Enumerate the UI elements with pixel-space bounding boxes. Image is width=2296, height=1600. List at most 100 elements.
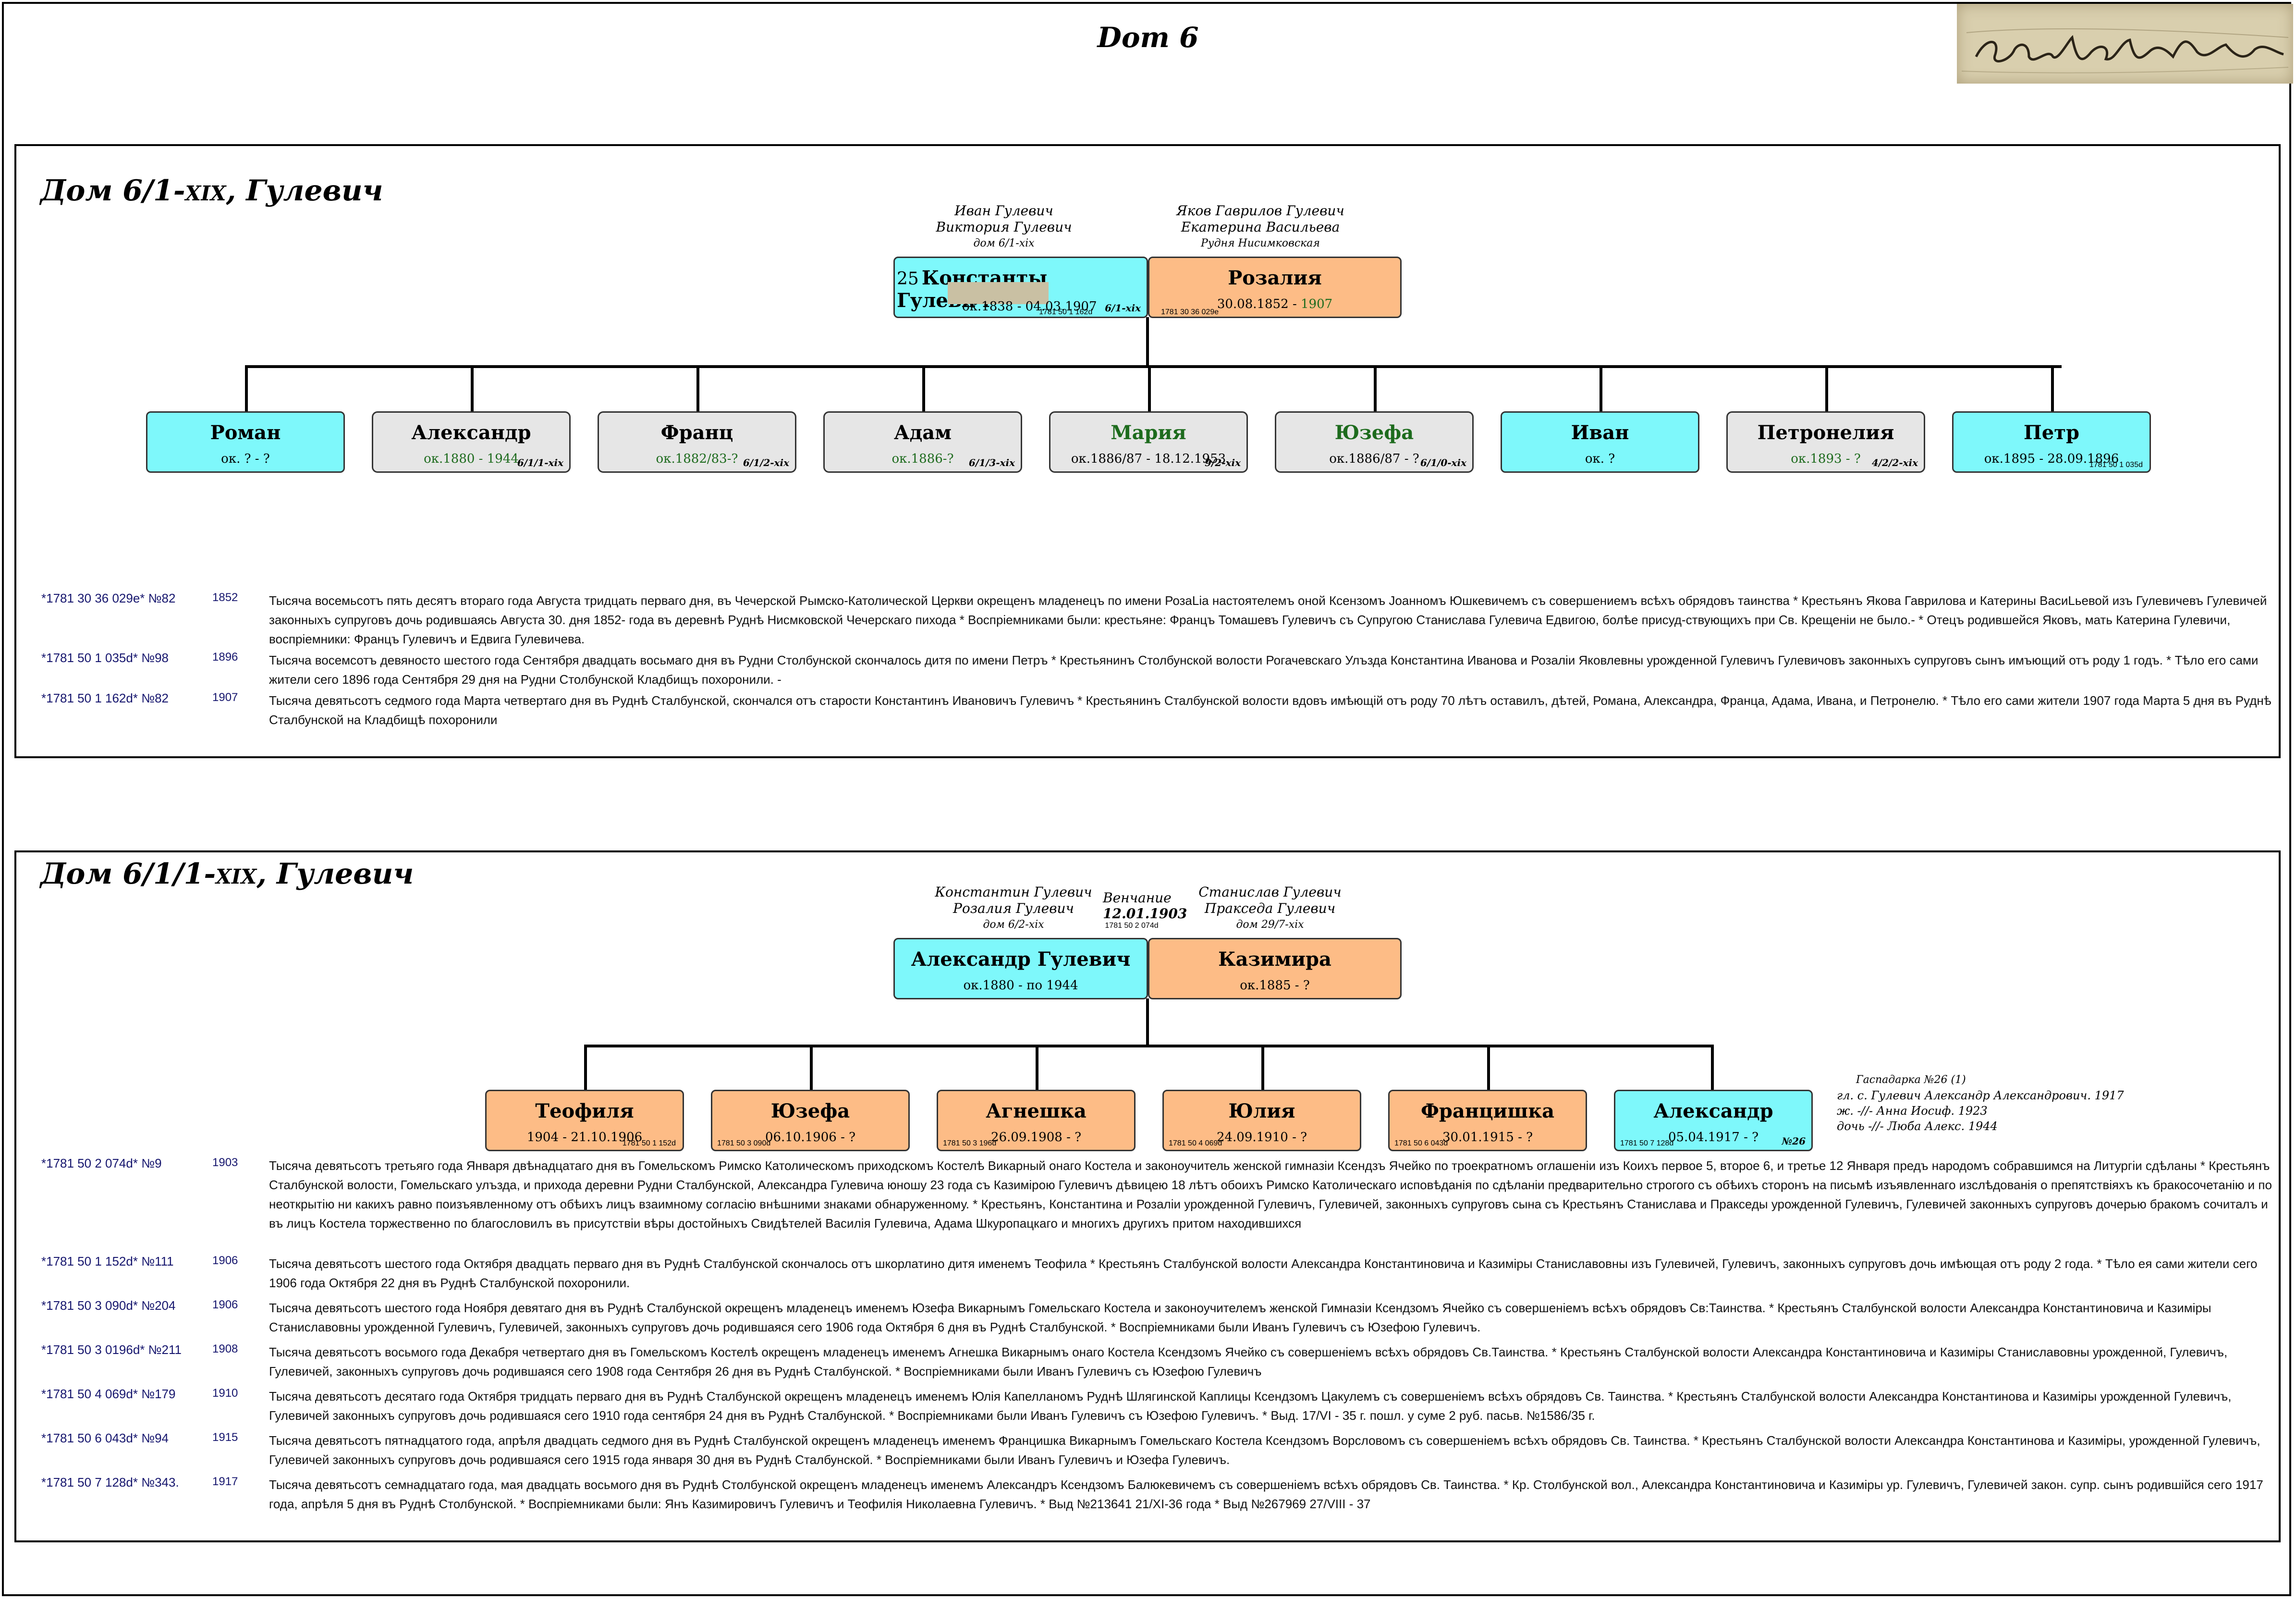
child-name: Юзефа — [1334, 421, 1414, 444]
child-ref: 1781 50 3 090d — [717, 1139, 771, 1147]
tree-drop — [1711, 1045, 1714, 1091]
wife-mother: Пракседа Гулевич — [1204, 900, 1336, 916]
husband-mother: Виктория Гулевич — [936, 219, 1072, 235]
wife-box[interactable]: Казимира ок.1885 - ? — [1148, 938, 1402, 999]
tree-sibling-bar — [584, 1045, 1711, 1047]
child-dates: 24.09.1910 - ? — [1216, 1130, 1307, 1145]
child-house: 6/1/1-xix — [517, 457, 563, 468]
tree-drop — [245, 365, 248, 413]
record-year: 1896 — [212, 651, 238, 664]
child-box[interactable]: Петронелия ок.1893 - ? 4/2/2-xix — [1726, 411, 1925, 473]
record-year: 1915 — [212, 1431, 238, 1444]
farm-note-line: ж. -//- Анна Иосиф. 1923 — [1837, 1104, 1988, 1118]
record-year: 1917 — [212, 1475, 238, 1488]
wife-dates-birth: 30.08.1852 - — [1217, 297, 1301, 311]
record-code: *1781 30 36 029e* №82 — [41, 591, 176, 605]
child-box[interactable]: Александр ок.1880 - 1944 6/1/1-xix — [372, 411, 571, 473]
record-code: *1781 50 4 069d* №179 — [41, 1387, 176, 1401]
child-dates: 1904 - 21.10.1906 — [526, 1130, 643, 1145]
record-year: 1903 — [212, 1156, 238, 1169]
child-dates: 05.04.1917 - ? — [1668, 1130, 1759, 1145]
child-box[interactable]: Агнешка 26.09.1908 - ? 1781 50 3 196d — [937, 1090, 1136, 1151]
tree-drop — [1036, 1045, 1038, 1091]
section-title-prefix: Дом 6/1- — [40, 174, 185, 208]
wife-father: Станислав Гулевич — [1198, 884, 1342, 900]
section-house-6-1: Дом 6/1-xix, Гулевич Иван Гулевич Виктор… — [14, 144, 2281, 758]
wife-box[interactable]: Розалия 30.08.1852 - 1907 1781 30 36 029… — [1148, 257, 1402, 318]
child-name: Юзефа — [770, 1100, 850, 1122]
record-code: *1781 50 6 043d* №94 — [41, 1431, 169, 1445]
child-name: Роман — [210, 421, 281, 444]
child-box[interactable]: Мария ок.1886/87 - 18.12.1953 9/2-xix — [1049, 411, 1248, 473]
section-title-surname: , Гулевич — [256, 857, 414, 891]
record-code: *1781 50 3 0196d* №211 — [41, 1342, 182, 1357]
child-box[interactable]: Юлия 24.09.1910 - ? 1781 50 4 069d — [1162, 1090, 1361, 1151]
child-name: Петронелия — [1757, 421, 1894, 444]
child-name: Теофиля — [535, 1100, 634, 1122]
record-year: 1906 — [212, 1254, 238, 1267]
section-title-surname: , Гулевич — [226, 174, 383, 208]
wedding-ref: 1781 50 2 074d — [1105, 922, 1159, 930]
child-box[interactable]: Роман ок. ? - ? — [146, 411, 345, 473]
section-title-century: xix — [216, 857, 257, 891]
child-box[interactable]: Юзефа ок.1886/87 - ? 6/1/0-xix — [1275, 411, 1474, 473]
tree-drop — [2051, 365, 2054, 413]
child-dates: ок.1886/87 - ? — [1329, 452, 1419, 466]
wife-dates: 30.08.1852 - 1907 — [1149, 297, 1400, 311]
tree-trunk — [1146, 998, 1149, 1045]
husband-parents-house: дом 6/2-xix — [983, 919, 1044, 931]
child-box[interactable]: Теофиля 1904 - 21.10.1906 1781 50 1 152d — [485, 1090, 684, 1151]
record-year: 1906 — [212, 1298, 238, 1311]
page-title: Dom 6 — [1097, 21, 1199, 54]
child-dates: ок.1893 - ? — [1791, 452, 1861, 466]
wife-dates: ок.1885 - ? — [1240, 978, 1310, 993]
record-text: Тысяча девятьсотъ десятаго года Октября … — [269, 1389, 2232, 1423]
child-name: Францишка — [1420, 1100, 1555, 1122]
husband-box[interactable]: Александр Гулевич ок.1880 - по 1944 — [893, 938, 1148, 999]
husband-parents-house: дом 6/1-xix — [973, 237, 1035, 249]
husband-dates: ок.1838 - 04.03.1907 — [962, 299, 1097, 314]
child-dates: 26.09.1908 - ? — [990, 1130, 1082, 1145]
tree-drop — [696, 365, 699, 413]
record-code: *1781 50 7 128d* №343. — [41, 1475, 179, 1489]
farm-note: Гаспадарка №26 (1) гл. с. Гулевич Алекса… — [1837, 1072, 2125, 1134]
child-box[interactable]: Юзефа 06.10.1906 - ? 1781 50 3 090d — [711, 1090, 910, 1151]
tree-drop — [1148, 365, 1151, 413]
record-code: *1781 50 1 035d* №98 — [41, 651, 169, 665]
tree-drop — [1374, 365, 1377, 413]
child-dates: ок. ? — [1585, 452, 1615, 466]
child-box[interactable]: Александр 05.04.1917 - ? 1781 50 7 128d … — [1614, 1090, 1813, 1151]
child-ref: 1781 50 3 196d — [943, 1139, 997, 1147]
wedding-label: Венчание — [1103, 890, 1172, 906]
tree-sibling-bar — [245, 365, 2062, 368]
record-year: 1910 — [212, 1387, 238, 1400]
tree-drop — [1825, 365, 1828, 413]
wife-name: Розалия — [1228, 267, 1322, 289]
wife-parents-house: дом 29/7-xix — [1236, 919, 1304, 931]
child-dates: ок.1895 - 28.09.1896 — [1984, 452, 2119, 466]
record-year: 1908 — [212, 1342, 238, 1355]
child-box[interactable]: Францишка 30.01.1915 - ? 1781 50 6 043d — [1388, 1090, 1587, 1151]
handwritten-village-name — [1961, 28, 2289, 74]
record-code: *1781 50 2 074d* №9 — [41, 1156, 162, 1170]
child-farm-number: №26 — [1782, 1135, 1806, 1147]
child-box[interactable]: Петр ок.1895 - 28.09.1896 1781 50 1 035d — [1952, 411, 2151, 473]
record-text: Тысяча девятьсотъ шестого года Октября д… — [269, 1256, 2258, 1290]
husband-parents: Иван Гулевич Виктория Гулевич дом 6/1-xi… — [917, 203, 1090, 252]
record-code: *1781 50 1 152d* №111 — [41, 1254, 174, 1268]
child-name: Мария — [1111, 421, 1186, 444]
child-box[interactable]: Иван ок. ? — [1501, 411, 1699, 473]
record-year: 1907 — [212, 691, 238, 704]
child-ref: 1781 50 1 152d — [622, 1139, 676, 1147]
tree-trunk — [1146, 317, 1149, 365]
husband-father: Иван Гулевич — [954, 203, 1053, 219]
husband-number: 25 — [897, 269, 919, 289]
section-title-prefix: Дом 6/1/1- — [40, 857, 216, 891]
child-box[interactable]: Франц ок.1882/83-? 6/1/2-xix — [598, 411, 796, 473]
child-box[interactable]: Адам ок.1886-? 6/1/3-xix — [823, 411, 1022, 473]
tree-drop — [584, 1045, 587, 1091]
archive-stamp-image — [1957, 4, 2293, 84]
wife-parents-place: Рудня Нисимковская — [1201, 237, 1320, 249]
